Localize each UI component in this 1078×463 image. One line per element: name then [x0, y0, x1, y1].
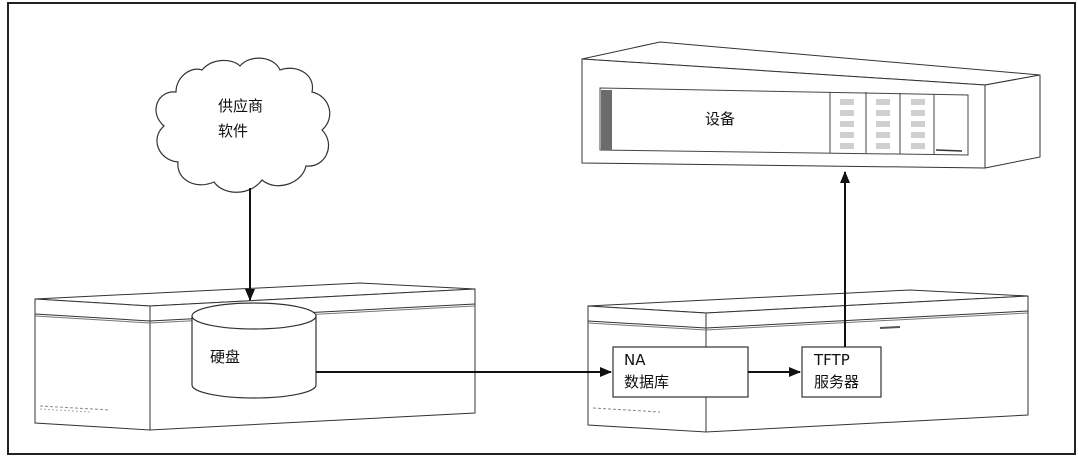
tftp-server: TFTP 服务器 [801, 346, 882, 398]
device-led-slots [840, 99, 925, 149]
na-database: NA 数据库 [612, 346, 749, 398]
disk-body [191, 316, 317, 399]
device-side [984, 74, 1041, 169]
cloud-label-line1: 供应商 [218, 97, 263, 115]
cloud-shape [155, 57, 331, 193]
disk-label: 硬盘 [210, 348, 240, 366]
tftp-server-box [801, 346, 882, 398]
tftp-label-line2: 服务器 [814, 373, 859, 391]
device-label: 设备 [705, 110, 735, 128]
na-database-label-line1: NA [624, 351, 646, 369]
hard-disk: 硬盘 [191, 302, 317, 399]
na-database-label-line2: 数据库 [624, 373, 669, 391]
device: 设备 [581, 41, 1041, 169]
disk-top [191, 302, 317, 330]
na-database-box [612, 346, 749, 398]
diagram-frame [7, 2, 1076, 455]
cloud-label-line2: 软件 [218, 122, 248, 140]
tftp-label-line1: TFTP [813, 351, 850, 369]
arrows [245, 171, 850, 377]
device-bezel [601, 90, 612, 150]
vendor-software-cloud: 供应商 软件 [155, 57, 331, 193]
